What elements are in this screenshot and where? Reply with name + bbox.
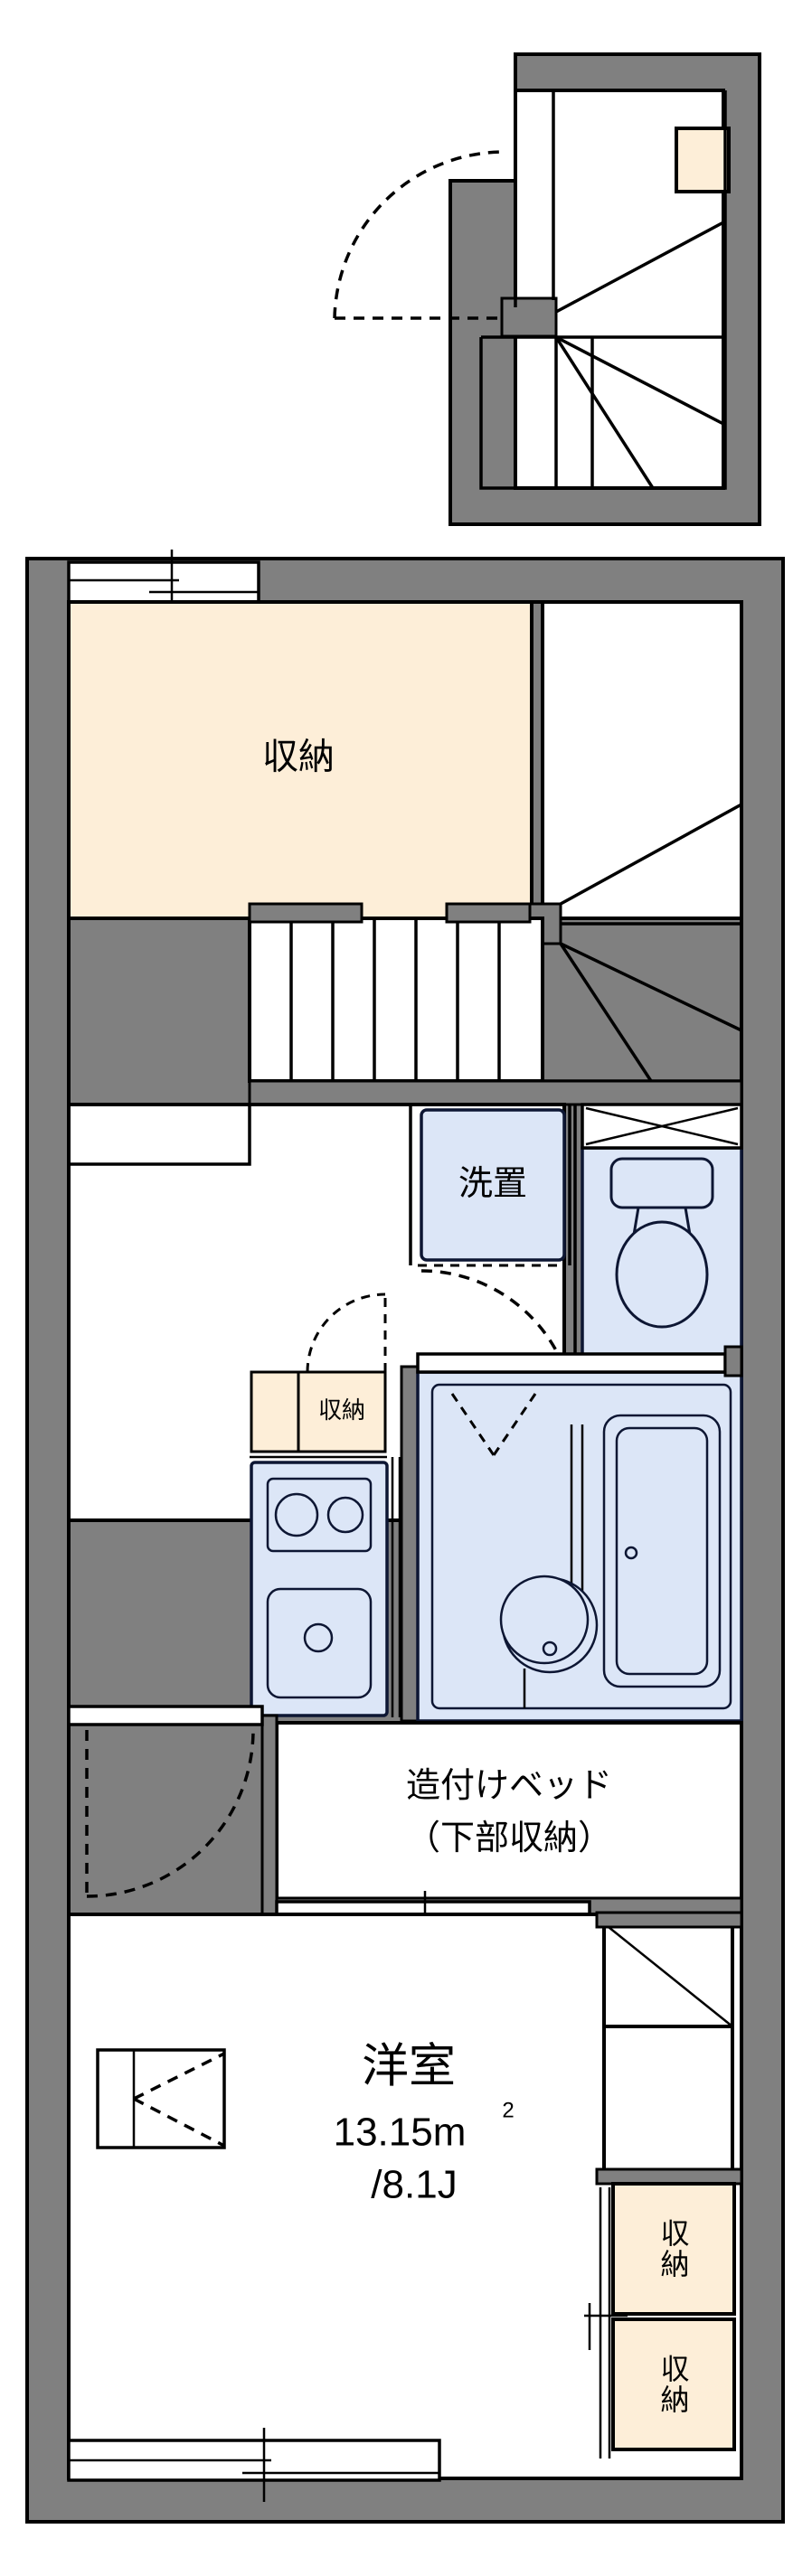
kitchen-storage-left [250,1370,300,1453]
washbasin-bowl-inner [499,1575,590,1665]
hall-left-stub [69,1105,251,1166]
upper-stair-tread-3 [555,335,726,427]
storage-top-area [67,600,533,920]
washer-alcove-partition [409,1105,571,1265]
right-alcove-diagonal [603,1923,733,2027]
upper-stair-outline [479,90,727,490]
storage-right-lower-label-c1: 収納 [657,2354,690,2415]
washer-place-area [420,1108,566,1262]
main-room-area: 13.15m [334,2111,467,2155]
kitchen-burner-right [326,1496,364,1534]
stair-head-band-left [248,902,364,924]
stair-bottom-wall [248,1079,743,1106]
stair-head-band-right [445,902,532,924]
main-room-name: 洋室 [362,2041,456,2093]
upper-stair-tread-4 [554,336,655,489]
bath-top-corner-wall [723,1345,743,1377]
storage-right-lower-box [611,2317,736,2451]
main-room-group: 洋室 13.15m 2 /8.1J 収納 収納 [67,1911,743,2502]
hall-door-swing [420,1269,577,1425]
main-room-jo: /8.1J [371,2163,457,2207]
right-alcove-lower [602,2025,734,2180]
main-room-area-superscript: 2 [502,2098,514,2122]
washer-place-label: 洗置 [458,1165,527,1203]
toilet-tank [609,1157,714,1209]
top-landing-floor [541,600,743,920]
left-window-frame [96,2048,226,2149]
built-in-bed-label-line2: （下部収納） [406,1819,612,1857]
bathtub-inner [615,1426,709,1676]
bath-folding-door-1 [450,1393,496,1456]
kitchen-storage-right [297,1370,387,1453]
entrance-door-group [67,1705,264,1898]
left-window-open-2 [133,2097,225,2148]
kitchen-sink-drain [303,1622,334,1653]
right-alcove-top-wall [595,1911,743,1929]
built-in-bed-area [275,1721,743,1914]
entrance-door-opening [67,1705,264,1726]
washbasin-counter-edge [570,1424,584,1591]
kitchen-storage-label: 収納 [318,1396,365,1424]
upper-landing-partition [514,90,555,307]
winder-line-3 [560,942,742,1032]
winder-line-2 [560,803,742,906]
storage-right-upper-box [611,2182,736,2316]
upper-stair-tread-5 [514,337,594,488]
kitchen-burner-left [274,1492,319,1537]
winder-line-4 [559,943,653,1082]
upper-stair-tread-2 [555,220,726,314]
kitchen-storage-door-swing [306,1293,386,1373]
top-window-frame [67,560,260,604]
toilet-vent-x-2 [585,1106,739,1146]
built-in-bed-group: 造付けベッド （下部収納） [260,1714,743,1932]
bath-folding-door-2 [492,1393,537,1456]
right-alcove-bottom-wall [595,2167,743,2186]
washbasin-drain [542,1641,558,1657]
storage-right-upper-label-c1: 収納 [657,2218,690,2280]
toilet-bowl [615,1220,709,1329]
top-storage-stair-group: 収納 [67,550,743,1106]
kitchen-right-edge [391,1457,401,1717]
upper-entrance-stair-section [333,52,761,526]
bath-top-strip [416,1352,727,1374]
kitchen-bath-divider-wall [400,1365,420,1723]
storage-top-label: 収納 [262,738,335,777]
stair-straight-run [248,917,544,1083]
bathtub-drain [624,1546,638,1560]
left-window-open-1 [133,2052,225,2101]
upper-closet [675,127,731,193]
upper-door-jamb [500,296,558,338]
built-in-bed-label-line1: 造付けベッド [406,1767,612,1805]
bed-left-wall [260,1714,279,1916]
